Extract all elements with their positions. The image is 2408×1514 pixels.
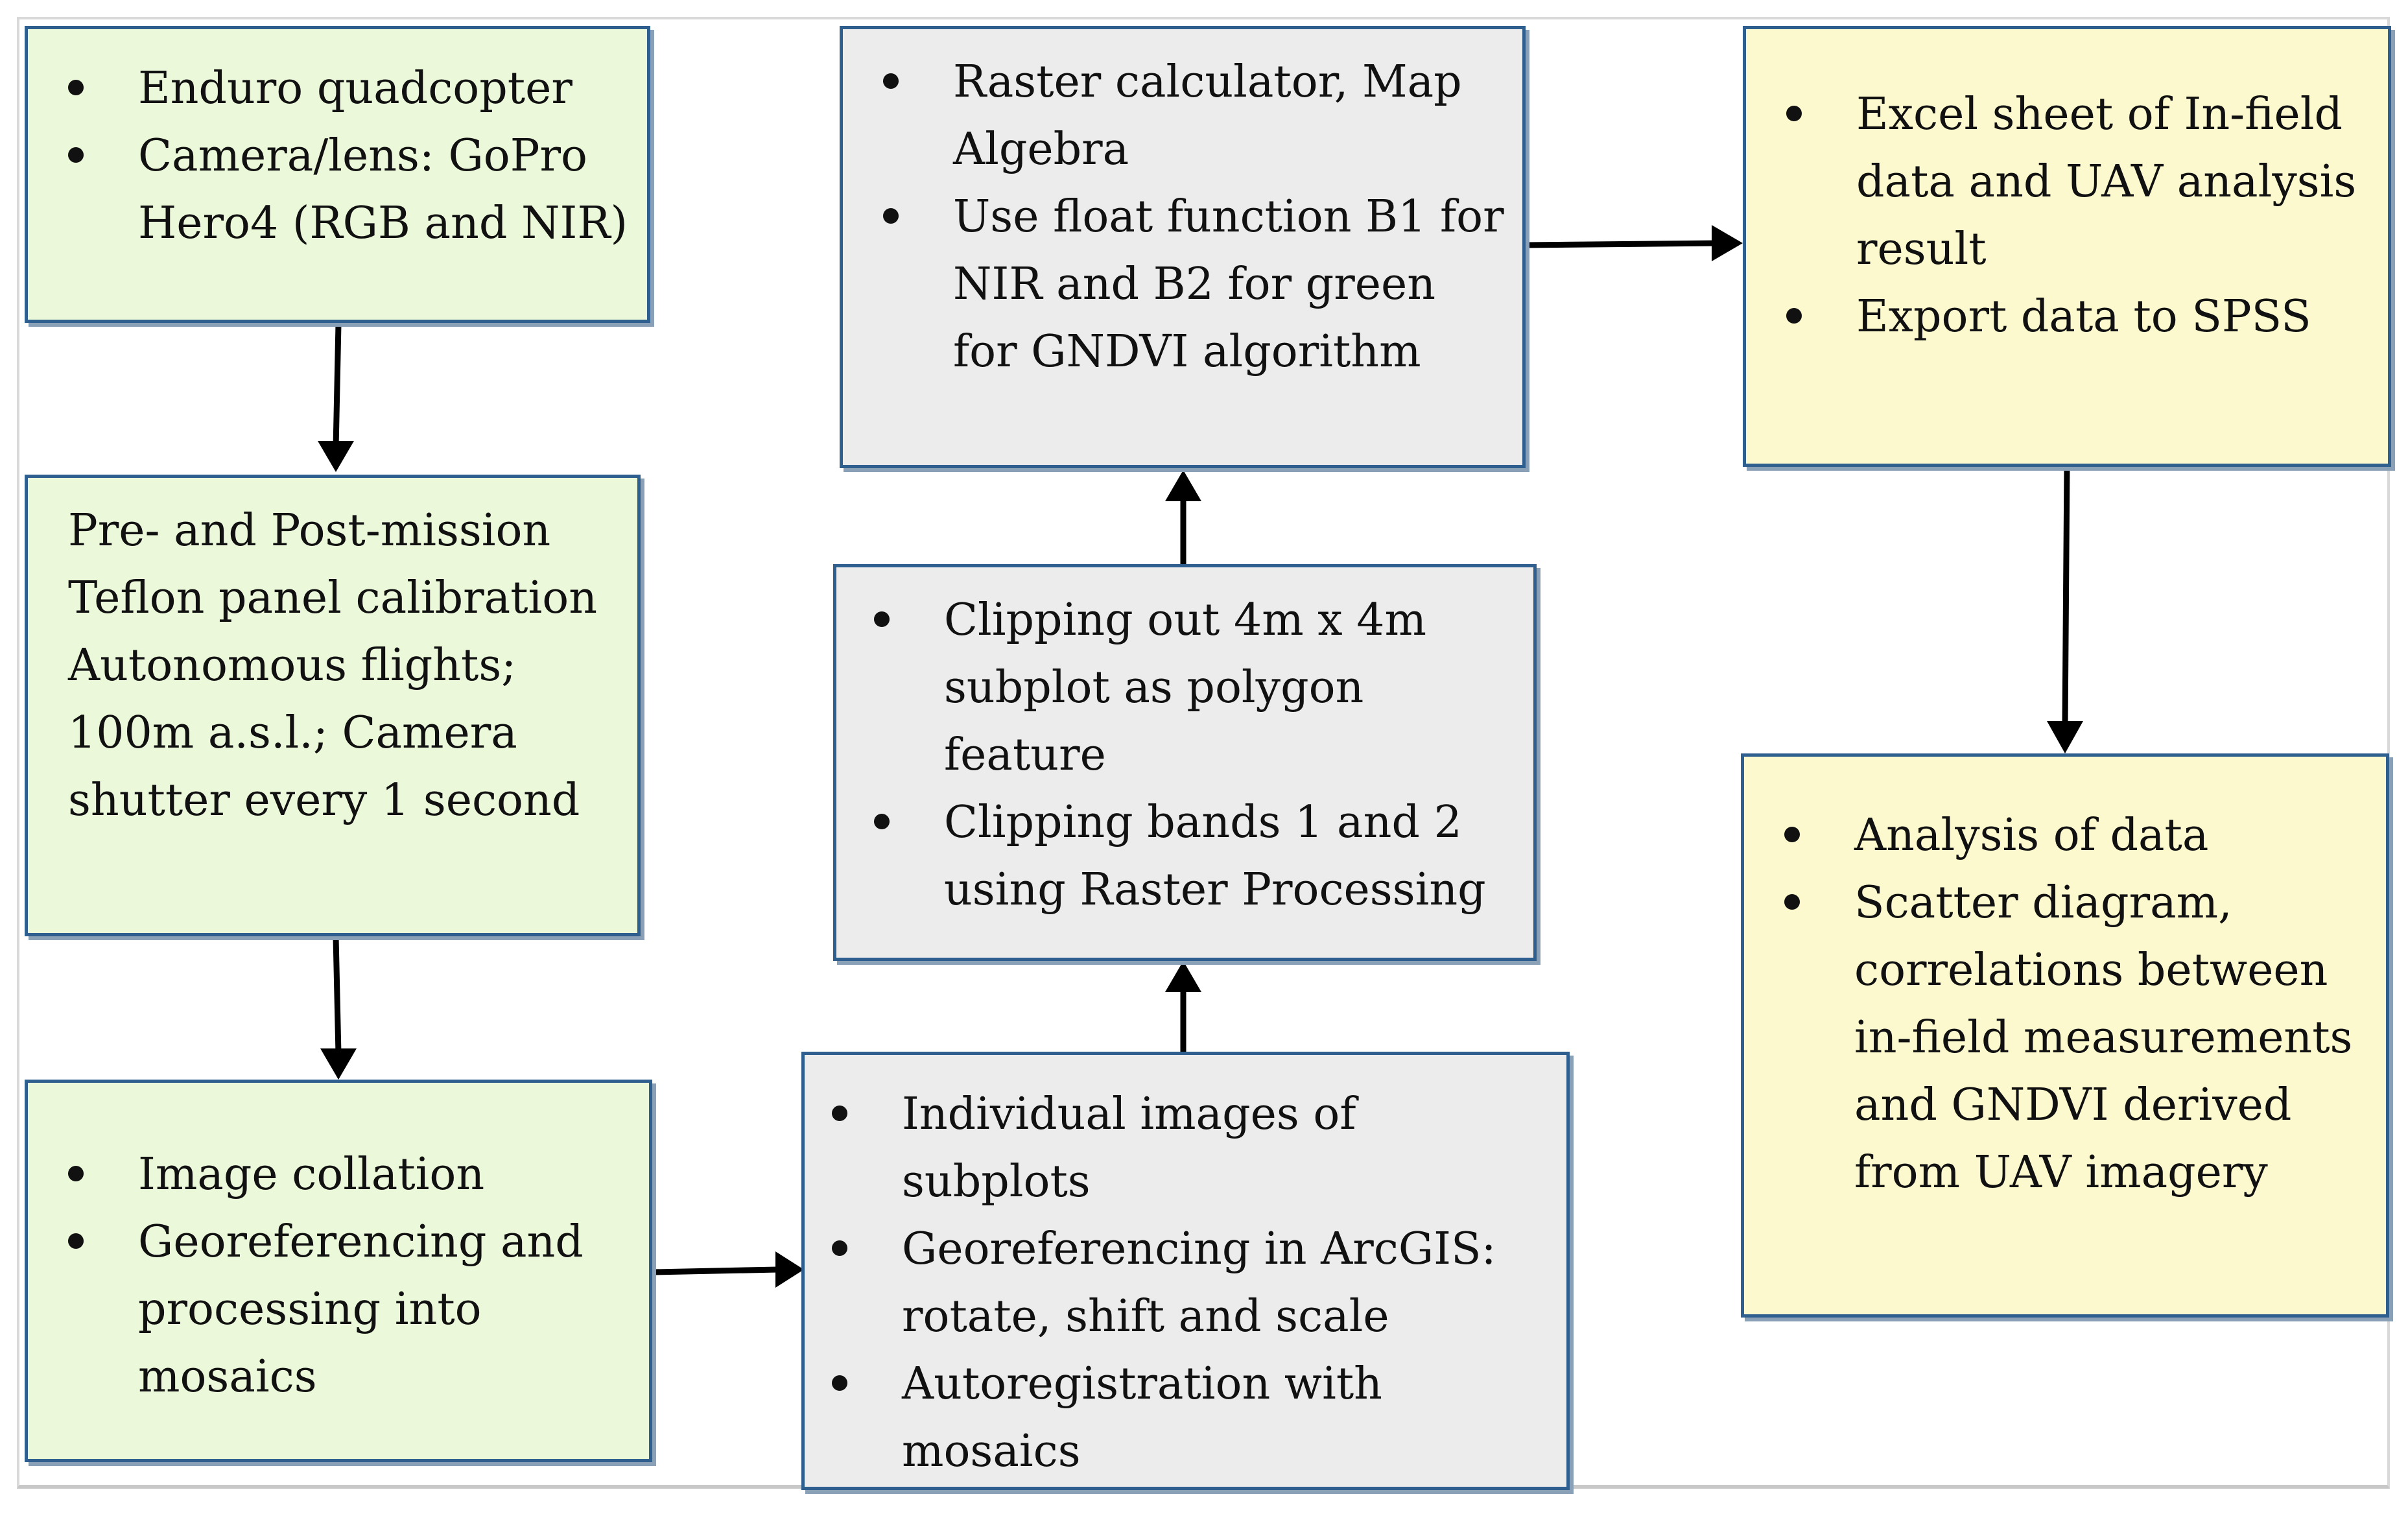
mosaic-list: Image collation Georeferencing and proce… <box>28 1141 636 1411</box>
georeferencing-item: Autoregistration with mosaics <box>792 1351 1553 1485</box>
arrow-equipment-to-mission <box>333 324 342 448</box>
raster-calculator-box: Raster calculator, Map Algebra Use float… <box>840 26 1526 468</box>
georeferencing-list: Individual images of subplots Georeferen… <box>792 1081 1553 1485</box>
mosaic-box: Image collation Georeferencing and proce… <box>25 1080 652 1462</box>
arrowhead-raster <box>1165 470 1201 501</box>
equipment-item: Camera/lens: GoPro Hero4 (RGB and NIR) <box>28 123 634 257</box>
analysis-item: Scatter diagram, correlations between in… <box>1744 869 2373 1207</box>
arrow-mission-to-mosaic <box>333 937 342 1054</box>
analysis-box: Analysis of data Scatter diagram, correl… <box>1741 753 2389 1318</box>
arrow-excel-to-analysis <box>2062 466 2070 727</box>
excel-export-box: Excel sheet of In-field data and UAV ana… <box>1743 26 2391 467</box>
clipping-list: Clipping out 4m x 4m subplot as polygon … <box>834 587 1520 924</box>
excel-export-list: Excel sheet of In-field data and UAV ana… <box>1746 81 2375 351</box>
arrowhead-mosaic <box>320 1048 357 1080</box>
mosaic-item: Georeferencing and processing into mosai… <box>28 1209 636 1411</box>
arrowhead-analysis <box>2047 721 2083 753</box>
raster-calculator-item: Raster calculator, Map Algebra <box>843 49 1509 183</box>
arrow-raster-to-excel <box>1526 240 1719 248</box>
raster-calculator-list: Raster calculator, Map Algebra Use float… <box>843 49 1509 386</box>
equipment-item: Enduro quadcopter <box>28 55 634 123</box>
equipment-box: Enduro quadcopter Camera/lens: GoPro Her… <box>25 26 650 323</box>
excel-export-item: Excel sheet of In-field data and UAV ana… <box>1746 81 2375 283</box>
georeferencing-item: Georeferencing in ArcGIS: rotate, shift … <box>792 1216 1553 1351</box>
clipping-box: Clipping out 4m x 4m subplot as polygon … <box>833 564 1537 961</box>
analysis-item: Analysis of data <box>1744 802 2373 869</box>
georeferencing-item: Individual images of subplots <box>792 1081 1553 1216</box>
raster-calculator-item: Use float function B1 for NIR and B2 for… <box>843 183 1509 386</box>
arrowhead-clipping <box>1165 961 1201 992</box>
georeferencing-box: Individual images of subplots Georeferen… <box>801 1052 1570 1490</box>
mission-box: Pre- and Post-mission Teflon panel calib… <box>25 475 641 936</box>
clipping-item: Clipping bands 1 and 2 using Raster Proc… <box>834 789 1520 924</box>
arrowhead-excel <box>1712 225 1743 261</box>
analysis-list: Analysis of data Scatter diagram, correl… <box>1744 802 2373 1207</box>
clipping-item: Clipping out 4m x 4m subplot as polygon … <box>834 587 1520 789</box>
excel-export-item: Export data to SPSS <box>1746 283 2375 351</box>
arrowhead-mission <box>318 441 354 472</box>
mosaic-item: Image collation <box>28 1141 636 1209</box>
equipment-list: Enduro quadcopter Camera/lens: GoPro Her… <box>28 55 634 257</box>
arrow-mosaic-to-georef <box>653 1266 779 1275</box>
mission-text: Pre- and Post-mission Teflon panel calib… <box>68 505 597 826</box>
arrowhead-georef <box>775 1251 804 1288</box>
